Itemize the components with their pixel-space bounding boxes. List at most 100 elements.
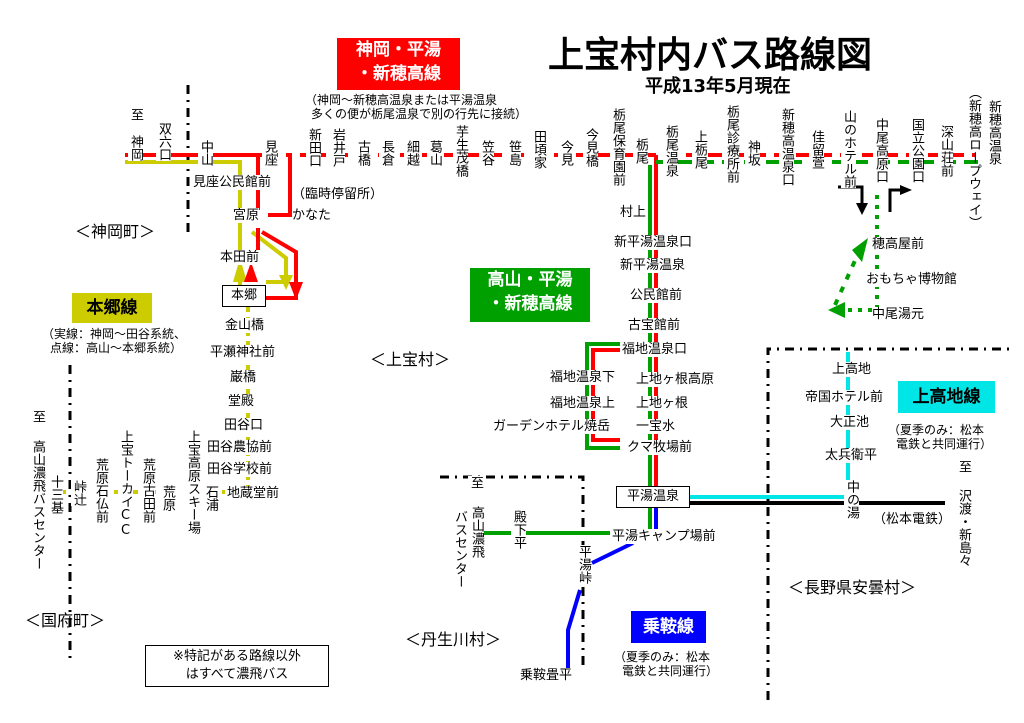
- station[interactable]: 古宝館前: [628, 318, 681, 333]
- station[interactable]: 新平湯温泉口: [614, 235, 693, 250]
- map-subtitle: 平成13年5月現在: [645, 76, 791, 97]
- station[interactable]: おもちゃ博物館: [866, 272, 958, 287]
- station[interactable]: 金山橋: [225, 318, 265, 333]
- to-mark: 至: [468, 476, 483, 489]
- station[interactable]: 沢渡・新島々: [956, 489, 971, 567]
- station[interactable]: 葛山: [427, 140, 442, 166]
- station-miyahara[interactable]: 宮原: [233, 208, 260, 223]
- note-line: （夏季のみ：松本: [614, 650, 711, 664]
- station[interactable]: 高山濃飛: [469, 506, 484, 558]
- station[interactable]: 細越: [404, 140, 419, 166]
- note-line: （実線：神岡〜田谷系統、: [42, 327, 187, 341]
- station[interactable]: 田谷口: [224, 418, 264, 433]
- route-kamioka-line2: ・新穂高線: [356, 64, 441, 84]
- station[interactable]: 石浦: [203, 485, 218, 511]
- station[interactable]: 栃尾保育園前: [610, 108, 625, 186]
- station-kamioka[interactable]: 神岡: [128, 135, 143, 161]
- station[interactable]: 一宝水: [636, 419, 676, 434]
- station[interactable]: ガーデンホテル焼岳: [493, 419, 611, 434]
- station-nakayama[interactable]: 中山: [198, 140, 213, 166]
- station[interactable]: クマ牧場前: [627, 440, 693, 455]
- station[interactable]: バスセンター: [452, 510, 467, 588]
- one-way-arrows: [838, 185, 900, 212]
- station-nakanoyu[interactable]: 中の湯: [844, 480, 859, 519]
- station[interactable]: 乗鞍畳平: [520, 668, 573, 683]
- station-takayama-bus-center[interactable]: 高山濃飛バスセンター: [30, 440, 45, 570]
- station[interactable]: 今見橋: [583, 128, 598, 167]
- station-sugoroku[interactable]: 双六口: [156, 122, 171, 161]
- route-kamikochi-note: （夏季のみ：松本電鉄と共同運行）: [888, 423, 992, 451]
- to-mark: 至: [956, 460, 971, 473]
- station[interactable]: 平湯峠: [576, 545, 591, 584]
- takayama-line: [483, 160, 985, 535]
- station[interactable]: 中尾湯元: [872, 307, 925, 322]
- station[interactable]: 今見: [558, 140, 573, 166]
- station[interactable]: 古橋: [355, 140, 370, 166]
- station[interactable]: 田谷農協前: [207, 440, 273, 455]
- station[interactable]: 公民館前: [630, 288, 683, 303]
- station-shinhotaka-onsen[interactable]: 新穂高温泉: [986, 100, 1001, 165]
- station-nitaguchi[interactable]: 新田口: [306, 128, 321, 167]
- station[interactable]: 帝国ホテル前: [805, 390, 884, 405]
- station[interactable]: 本田前: [220, 250, 260, 265]
- municipal-boundaries: [68, 85, 1012, 700]
- boundary-nagano: [766, 347, 1012, 700]
- station[interactable]: 上栃尾: [692, 130, 707, 169]
- station[interactable]: 上地ヶ根高原: [636, 372, 715, 387]
- note-line: 多くの便が栃尾温泉で別の行先に接続）: [311, 107, 528, 121]
- station[interactable]: 神坂: [745, 140, 760, 166]
- station[interactable]: 深山荘前: [938, 125, 953, 177]
- station[interactable]: 十三基: [48, 475, 63, 514]
- station[interactable]: 大正池: [830, 415, 870, 430]
- station[interactable]: 田谷学校前: [207, 462, 273, 477]
- station[interactable]: 新穂高温泉口: [779, 108, 794, 186]
- station[interactable]: 地蔵堂前: [227, 486, 280, 501]
- station[interactable]: 巌橋: [230, 370, 257, 385]
- station[interactable]: 峠辻: [71, 480, 86, 506]
- station[interactable]: 村上: [620, 205, 647, 220]
- route-takayama-line2: ・新穂高線: [487, 294, 573, 314]
- station[interactable]: 福地温泉口: [622, 342, 688, 357]
- route-kamikochi-box: 上高地線: [898, 381, 995, 413]
- station[interactable]: 田頃家: [531, 130, 546, 169]
- note-line: （夏季のみ：松本: [888, 423, 985, 437]
- station[interactable]: 穂高屋前: [872, 237, 925, 252]
- to-mark: 至: [30, 410, 45, 423]
- station-tochio[interactable]: 栃尾: [633, 138, 648, 164]
- station[interactable]: 殿下平: [511, 510, 526, 549]
- station[interactable]: 荒原: [160, 485, 175, 511]
- note-line: 電鉄と共同運行）: [622, 664, 719, 678]
- station[interactable]: 福地温泉下: [550, 370, 616, 385]
- station[interactable]: 荒原古田前: [140, 458, 155, 523]
- station[interactable]: 平瀬神社前: [210, 345, 276, 360]
- station-hongo[interactable]: 本郷: [222, 285, 266, 307]
- note-line: 点線：高山〜本郷系統）: [50, 341, 183, 355]
- station[interactable]: 上地ヶ根: [636, 396, 689, 411]
- boundary-nyukawa: [440, 475, 585, 665]
- station[interactable]: 国立公園口: [909, 118, 924, 183]
- station-nakao-kogenguchi[interactable]: 中尾高原口: [873, 118, 888, 183]
- station[interactable]: 上宝トーカイCC: [118, 430, 133, 538]
- footnote-box: ※特記がある路線以外 はすべて濃飛バス: [145, 645, 329, 687]
- station[interactable]: 栃尾診療所前: [724, 105, 739, 183]
- station[interactable]: 平湯キャンプ場前: [612, 529, 716, 544]
- station[interactable]: 笠谷: [479, 140, 494, 166]
- station[interactable]: 佳留萱: [809, 130, 824, 169]
- station[interactable]: 長倉: [379, 140, 394, 166]
- station-tochio-onsen[interactable]: 栃尾温泉: [663, 125, 678, 177]
- station[interactable]: 笹島: [506, 140, 521, 166]
- station[interactable]: 山のホテル前: [841, 110, 856, 188]
- station-hirayu-onsen[interactable]: 平湯温泉: [616, 486, 690, 508]
- station-miza[interactable]: 見座: [262, 140, 277, 166]
- station[interactable]: 岩井戸: [330, 128, 345, 167]
- station[interactable]: 見座公民館前: [193, 175, 272, 190]
- station[interactable]: かなた: [292, 208, 332, 223]
- station[interactable]: 上宝高原スキー場: [185, 430, 200, 534]
- station[interactable]: 芋生茂橋: [453, 125, 468, 177]
- station[interactable]: 上高地: [832, 362, 872, 377]
- station[interactable]: 福地温泉上: [550, 396, 616, 411]
- station[interactable]: 新平湯温泉: [620, 258, 686, 273]
- station[interactable]: 荒原石仏前: [93, 458, 108, 523]
- station[interactable]: 太兵衛平: [825, 448, 878, 463]
- station[interactable]: 堂殿: [228, 394, 255, 409]
